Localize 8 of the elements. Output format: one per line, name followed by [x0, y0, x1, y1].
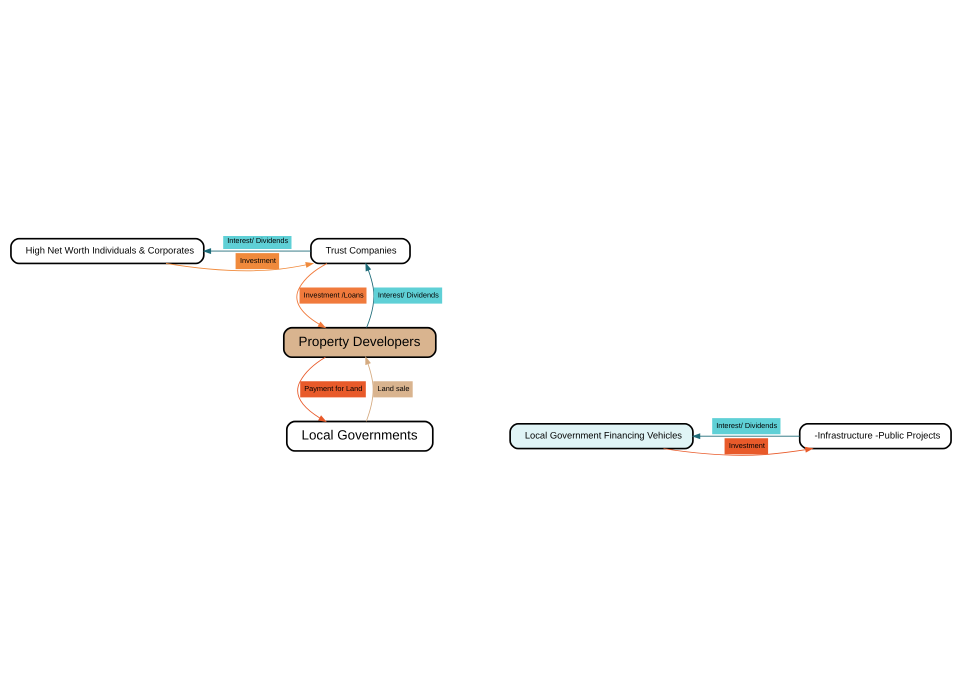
- edge-label: Interest/ Dividends: [378, 290, 439, 299]
- edge-label: Payment for Land: [304, 384, 362, 393]
- edge-label: Interest/ Dividends: [716, 420, 778, 430]
- edge-label: Investment: [240, 255, 276, 264]
- edge-label: Land sale: [378, 384, 410, 393]
- edge-label: Investment /Loans: [304, 290, 364, 299]
- edge-label: Interest/ Dividends: [227, 235, 288, 244]
- edge-label: Investment: [728, 440, 765, 450]
